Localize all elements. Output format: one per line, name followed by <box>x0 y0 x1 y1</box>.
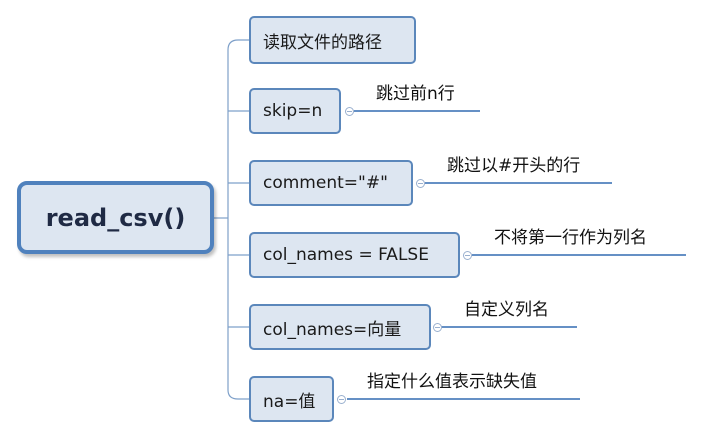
root-node[interactable]: read_csv() <box>17 181 214 254</box>
note-col-names-false: 不将第一行作为列名 <box>494 228 647 248</box>
note-na: 指定什么值表示缺失值 <box>367 372 537 392</box>
collapse-toggle-icon[interactable] <box>433 323 442 332</box>
branch-col-names-vector[interactable]: col_names=向量 <box>249 304 431 350</box>
note-skip: 跳过前n行 <box>376 84 455 104</box>
branch-skip[interactable]: skip=n <box>249 88 341 134</box>
branch-file-path[interactable]: 读取文件的路径 <box>249 16 416 64</box>
collapse-toggle-icon[interactable] <box>463 251 472 260</box>
note-col-names-vector: 自定义列名 <box>464 300 549 320</box>
spine-line <box>227 39 249 400</box>
branch-col-names-false[interactable]: col_names = FALSE <box>249 232 460 278</box>
note-comment: 跳过以#开头的行 <box>447 156 581 176</box>
collapse-toggle-icon[interactable] <box>337 395 346 404</box>
collapse-toggle-icon[interactable] <box>345 107 354 116</box>
branch-comment[interactable]: comment="#" <box>249 160 413 206</box>
branch-na[interactable]: na=值 <box>249 376 334 422</box>
collapse-toggle-icon[interactable] <box>416 179 425 188</box>
